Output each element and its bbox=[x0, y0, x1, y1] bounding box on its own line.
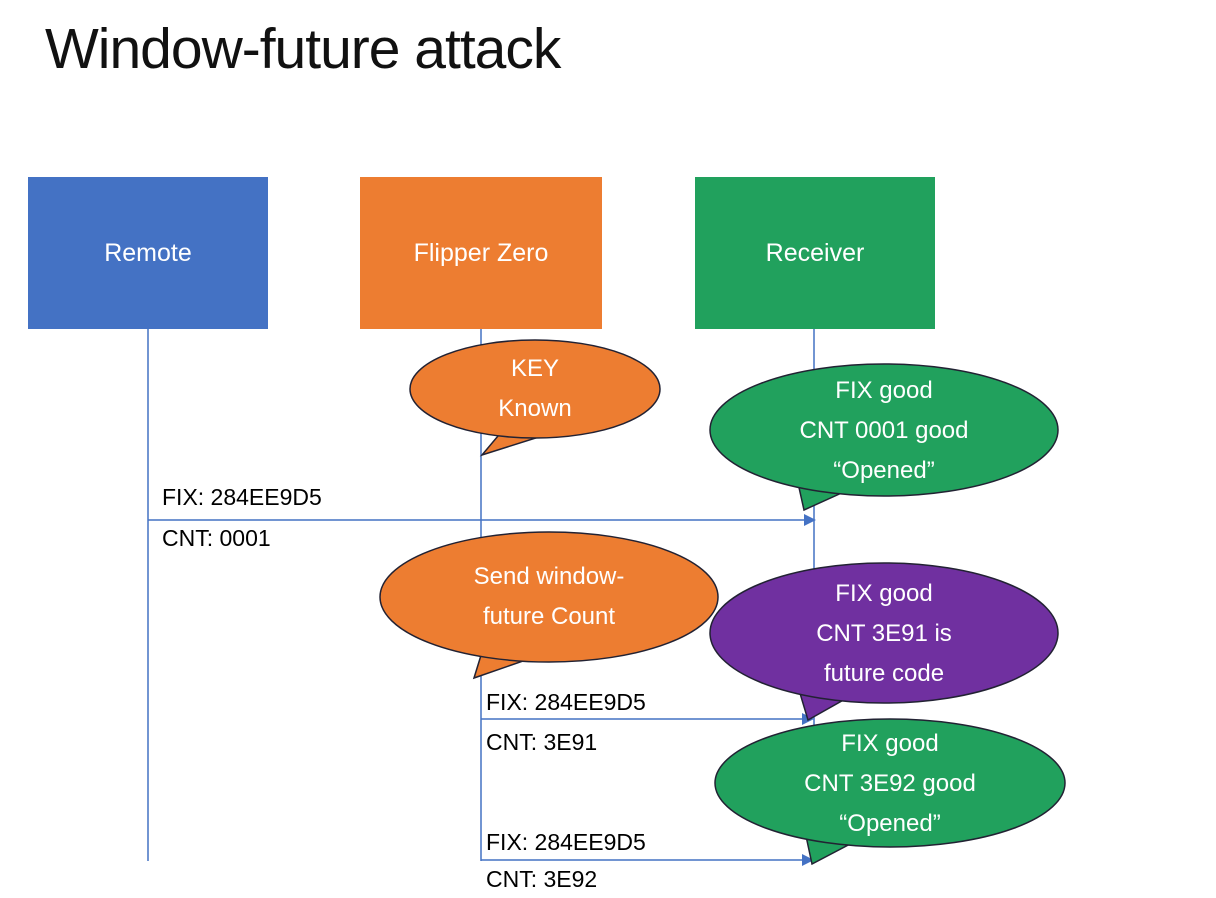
message-3-fix-label: FIX: 284EE9D5 bbox=[486, 829, 646, 855]
callout-line: KEY bbox=[510, 355, 560, 382]
message-3-cnt-label: CNT: 3E92 bbox=[486, 866, 598, 892]
callout-line: FIX good bbox=[835, 580, 933, 607]
actor-flipper-zero: Flipper Zero bbox=[360, 177, 602, 329]
callout-line: CNT 0001 good bbox=[799, 417, 969, 444]
actor-remote: Remote bbox=[28, 177, 268, 329]
actor-flipper-zero-label: Flipper Zero bbox=[413, 238, 549, 267]
callout-line: “Opened” bbox=[833, 457, 935, 484]
callout-send-window-shape bbox=[379, 531, 719, 680]
actor-receiver: Receiver bbox=[695, 177, 935, 329]
message-1-fix-label: FIX: 284EE9D5 bbox=[162, 484, 322, 510]
message-2-fix-label: FIX: 284EE9D5 bbox=[486, 689, 646, 715]
callout-line: FIX good bbox=[841, 730, 939, 757]
callout-line: CNT 3E91 is bbox=[816, 620, 952, 647]
callout-cnt3e92-bubble bbox=[714, 718, 1066, 848]
callout-cnt3e91-shape bbox=[709, 562, 1059, 722]
callout-key-known-shape bbox=[409, 339, 661, 457]
callout-cnt0001-bubble bbox=[709, 363, 1059, 497]
message-1-cnt-label: CNT: 0001 bbox=[162, 525, 271, 551]
callout-cnt3e92-text: FIX good CNT 3E92 good “Opened” bbox=[735, 724, 1045, 844]
callout-cnt3e92-shape bbox=[714, 718, 1066, 866]
actor-remote-label: Remote bbox=[104, 238, 192, 267]
callout-cnt3e91-text: FIX good CNT 3E91 is future code bbox=[729, 574, 1039, 694]
callout-cnt0001-shape bbox=[709, 363, 1059, 512]
callout-key-known-bubble bbox=[409, 339, 661, 439]
callout-send-window-text: Send window- future Count bbox=[394, 557, 704, 637]
callout-line: Send window- bbox=[473, 563, 625, 590]
page-title: Window-future attack bbox=[45, 17, 561, 81]
callout-key-known-text: KEY Known bbox=[410, 349, 660, 429]
message-arrow-3-head bbox=[802, 854, 814, 866]
actor-receiver-label: Receiver bbox=[765, 238, 865, 267]
callout-line: “Opened” bbox=[839, 810, 941, 837]
message-arrow-1-head bbox=[804, 514, 816, 526]
callout-cnt0001-text: FIX good CNT 0001 good “Opened” bbox=[729, 371, 1039, 491]
callout-line: Known bbox=[498, 395, 572, 422]
callout-line: FIX good bbox=[835, 377, 933, 404]
callout-line: future code bbox=[823, 660, 945, 687]
callout-cnt3e91-bubble bbox=[709, 562, 1059, 704]
message-2-cnt-label: CNT: 3E91 bbox=[486, 729, 598, 755]
callout-line: future Count bbox=[482, 603, 616, 630]
callout-send-window-bubble bbox=[379, 531, 719, 663]
callout-line: CNT 3E92 good bbox=[804, 770, 976, 797]
